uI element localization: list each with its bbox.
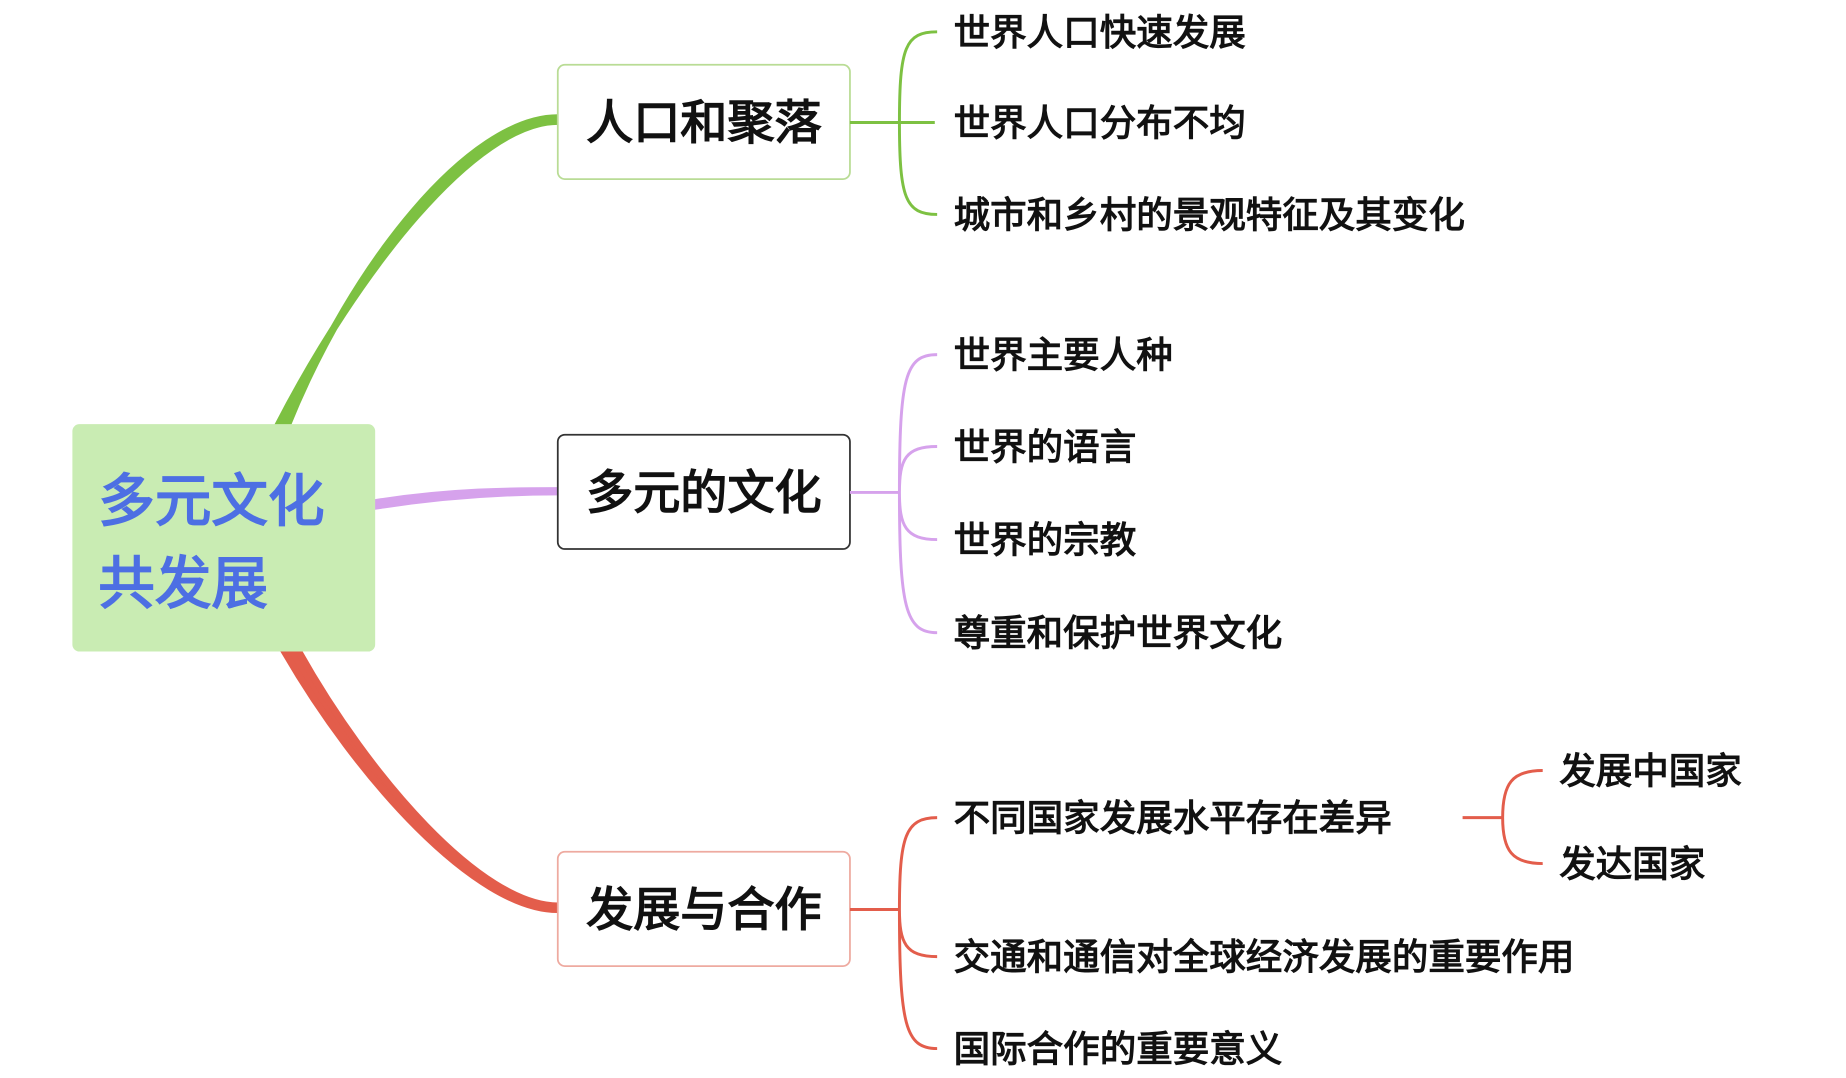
subleaf[interactable]: 发达国家 — [1559, 843, 1706, 886]
bracket-population — [849, 30, 938, 216]
leaf[interactable]: 国际合作的重要意义 — [954, 1028, 1283, 1071]
branch-label: 发展与合作 — [586, 883, 822, 938]
bracket-development — [849, 816, 938, 1051]
leaf[interactable]: 尊重和保护世界文化 — [954, 612, 1283, 655]
bracket-development-levels — [1462, 769, 1543, 866]
branch-label: 人口和聚落 — [586, 96, 822, 151]
root-title-line2: 共发展 — [98, 552, 268, 617]
branch-population-settlement[interactable]: 人口和聚落 — [556, 63, 851, 180]
leaf[interactable]: 交通和通信对全球经济发展的重要作用 — [954, 936, 1575, 979]
leaf[interactable]: 世界人口分布不均 — [954, 101, 1246, 144]
branch-development-cooperation[interactable]: 发展与合作 — [556, 850, 851, 967]
bracket-culture — [849, 353, 938, 635]
connector-root-to-culture — [373, 487, 561, 511]
branch-diverse-culture[interactable]: 多元的文化 — [556, 433, 851, 550]
leaf[interactable]: 不同国家发展水平存在差异 — [954, 797, 1392, 840]
connector-root-to-population — [271, 114, 562, 431]
leaf[interactable]: 世界的宗教 — [954, 519, 1137, 562]
subleaf[interactable]: 发展中国家 — [1559, 749, 1742, 792]
leaf[interactable]: 世界主要人种 — [954, 334, 1173, 377]
root-title-line1: 多元文化 — [98, 470, 324, 535]
connector-root-to-development — [278, 647, 562, 914]
leaf[interactable]: 世界人口快速发展 — [954, 11, 1247, 54]
branch-label: 多元的文化 — [586, 466, 822, 521]
root-node[interactable]: 多元文化 共发展 — [72, 424, 376, 652]
leaf[interactable]: 世界的语言 — [954, 425, 1137, 468]
leaf[interactable]: 城市和乡村的景观特征及其变化 — [954, 193, 1465, 236]
